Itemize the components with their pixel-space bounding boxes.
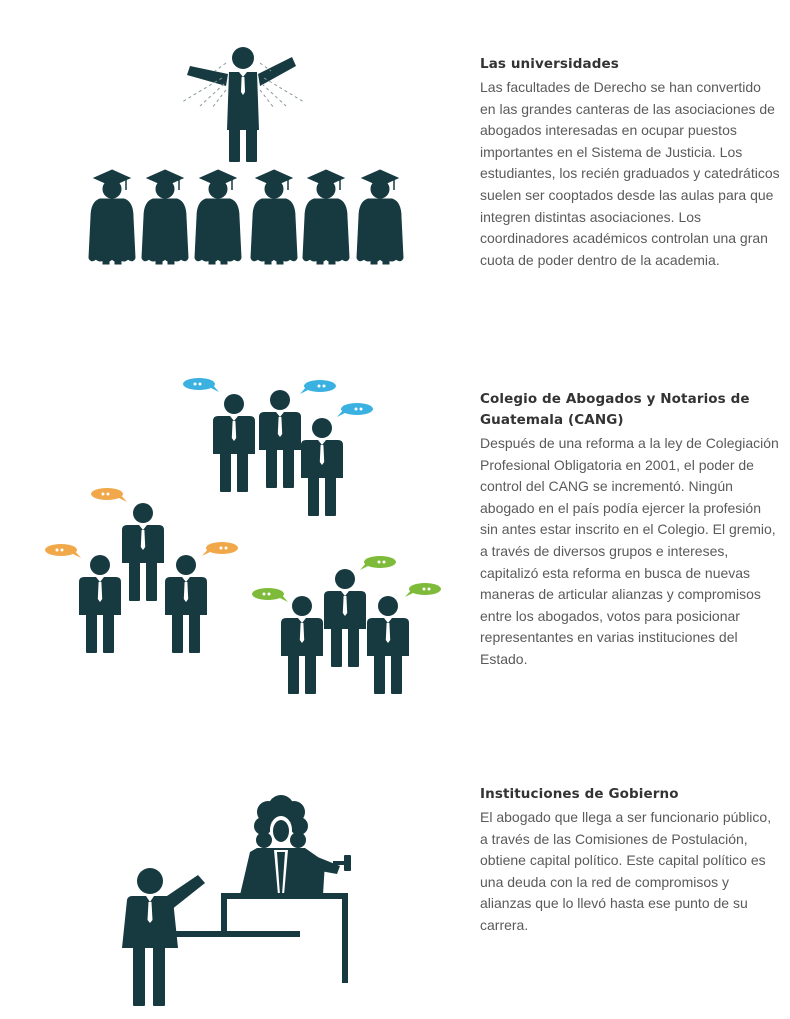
graduate-icon <box>88 169 136 265</box>
speech-bubble-icon <box>45 544 81 558</box>
bench-icon <box>165 893 348 983</box>
speech-bubble-icon <box>202 542 238 556</box>
lawyer-icon <box>324 569 366 667</box>
leader-figure-icon <box>187 47 296 162</box>
lawyer-icon <box>301 418 343 516</box>
lawyer-icon <box>281 596 323 694</box>
graduate-icon <box>141 169 189 265</box>
graduate-icon <box>302 169 350 265</box>
section-title: Instituciones de Gobierno <box>480 786 679 802</box>
government-illustration <box>122 795 351 1006</box>
graduate-icon <box>356 169 404 265</box>
radiance-lines <box>181 62 305 109</box>
lawyers-network-illustration <box>45 378 441 694</box>
section-title: Las universidades <box>480 56 619 72</box>
judge-icon <box>240 795 351 895</box>
lawyer-icon <box>367 596 409 694</box>
section-government: Instituciones de Gobierno El abogado que… <box>480 784 780 937</box>
speech-bubble-icon <box>360 556 396 570</box>
speech-bubble-icon <box>405 583 441 597</box>
graduate-icon <box>250 169 298 265</box>
speech-bubble-icon <box>337 403 373 417</box>
section-body: Las facultades de Derecho se han convert… <box>480 79 780 268</box>
speech-bubble-icon <box>91 488 127 502</box>
section-cang: Colegio de Abogados y Notarios de Guatem… <box>480 389 780 671</box>
graduate-icon <box>194 169 242 265</box>
speech-bubble-icon <box>252 588 288 602</box>
lawyer-icon <box>79 555 121 653</box>
lawyer-icon <box>165 555 207 653</box>
speech-bubble-icon <box>300 380 336 394</box>
section-body: Después de una reforma a la ley de Coleg… <box>480 435 779 667</box>
public-official-icon <box>122 868 205 1006</box>
section-title: Colegio de Abogados y Notarios de Guatem… <box>480 391 750 428</box>
lawyer-icon <box>122 503 164 601</box>
lawyer-icon <box>259 390 301 488</box>
speech-bubble-icon <box>183 378 219 392</box>
section-body: El abogado que llega a ser funcionario p… <box>480 809 772 933</box>
universities-illustration <box>88 47 404 265</box>
lawyer-icon <box>213 394 255 492</box>
section-universities: Las universidades Las facultades de Dere… <box>480 54 780 271</box>
